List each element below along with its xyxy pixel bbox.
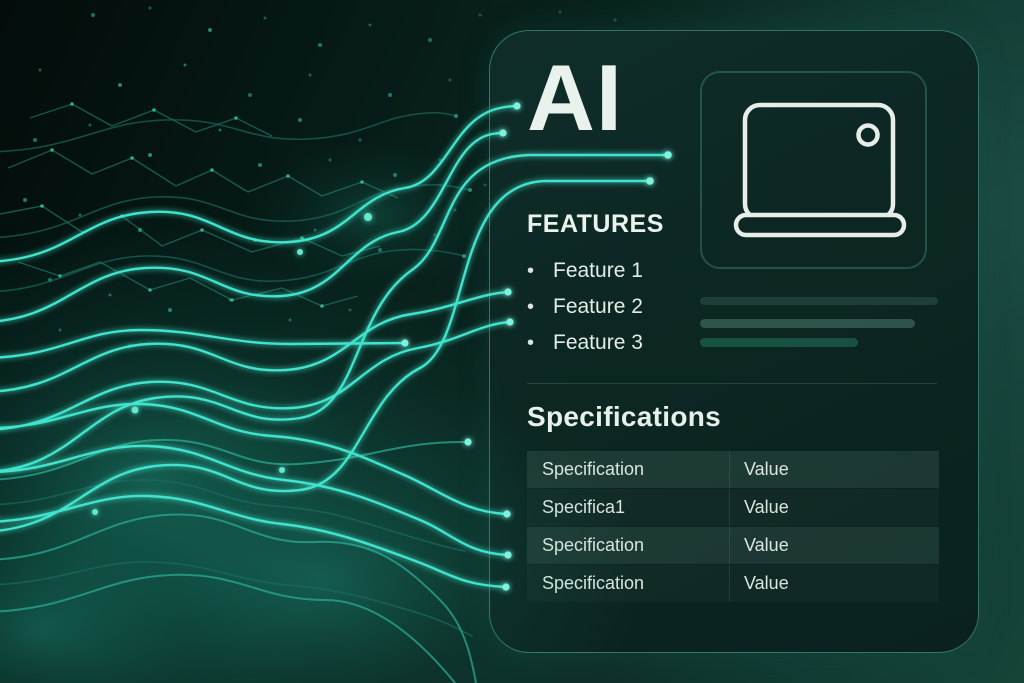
feature-item: • Feature 3 xyxy=(527,325,643,361)
spec-cell: Specification xyxy=(527,527,730,564)
feature-label: Feature 2 xyxy=(553,295,643,318)
placeholder-text-bar xyxy=(700,338,858,347)
dim-line-end-dots xyxy=(454,114,472,258)
spec-table: Specification Value Specifica1 Value Spe… xyxy=(527,451,939,603)
spec-cell: Specification xyxy=(527,565,730,602)
dim-circuit-lines xyxy=(0,111,473,637)
value-cell: Value xyxy=(744,573,789,593)
feature-list: • Feature 1 • Feature 2 • Feature 3 xyxy=(527,253,643,361)
bullet-icon: • xyxy=(527,332,535,354)
spec-cell: Specifica1 xyxy=(527,489,730,526)
line-bend-dots xyxy=(92,213,372,515)
spec-cell: Specification xyxy=(527,451,730,488)
ai-title: AI xyxy=(527,45,623,150)
mid-circuit-lines xyxy=(0,438,477,683)
feature-item: • Feature 1 xyxy=(527,253,643,289)
placeholder-text-bar xyxy=(700,319,915,328)
table-row: Specification Value xyxy=(527,451,939,488)
bullet-icon: • xyxy=(527,296,535,318)
table-row: Specification Value xyxy=(527,565,939,602)
feature-label: Feature 3 xyxy=(553,331,643,354)
network-node-dots xyxy=(40,102,364,308)
specifications-heading: Specifications xyxy=(527,401,722,432)
placeholder-text-bar xyxy=(700,297,938,305)
bullet-icon: • xyxy=(527,260,535,282)
value-cell: Value xyxy=(744,459,789,479)
device-panel xyxy=(700,71,927,269)
table-row: Specification Value xyxy=(527,527,939,564)
features-heading: FEATURES xyxy=(527,210,664,238)
value-cell: Value xyxy=(744,497,789,517)
info-card: AI FEATURES • Feature 1 • Feature 2 • Fe… xyxy=(489,30,979,653)
section-divider xyxy=(527,383,937,384)
value-cell: Value xyxy=(744,535,789,555)
smart-display-icon xyxy=(733,102,907,238)
table-row: Specifica1 Value xyxy=(527,489,939,526)
jagged-network-lines xyxy=(0,103,399,307)
feature-item: • Feature 2 xyxy=(527,289,643,325)
feature-label: Feature 1 xyxy=(553,259,643,282)
